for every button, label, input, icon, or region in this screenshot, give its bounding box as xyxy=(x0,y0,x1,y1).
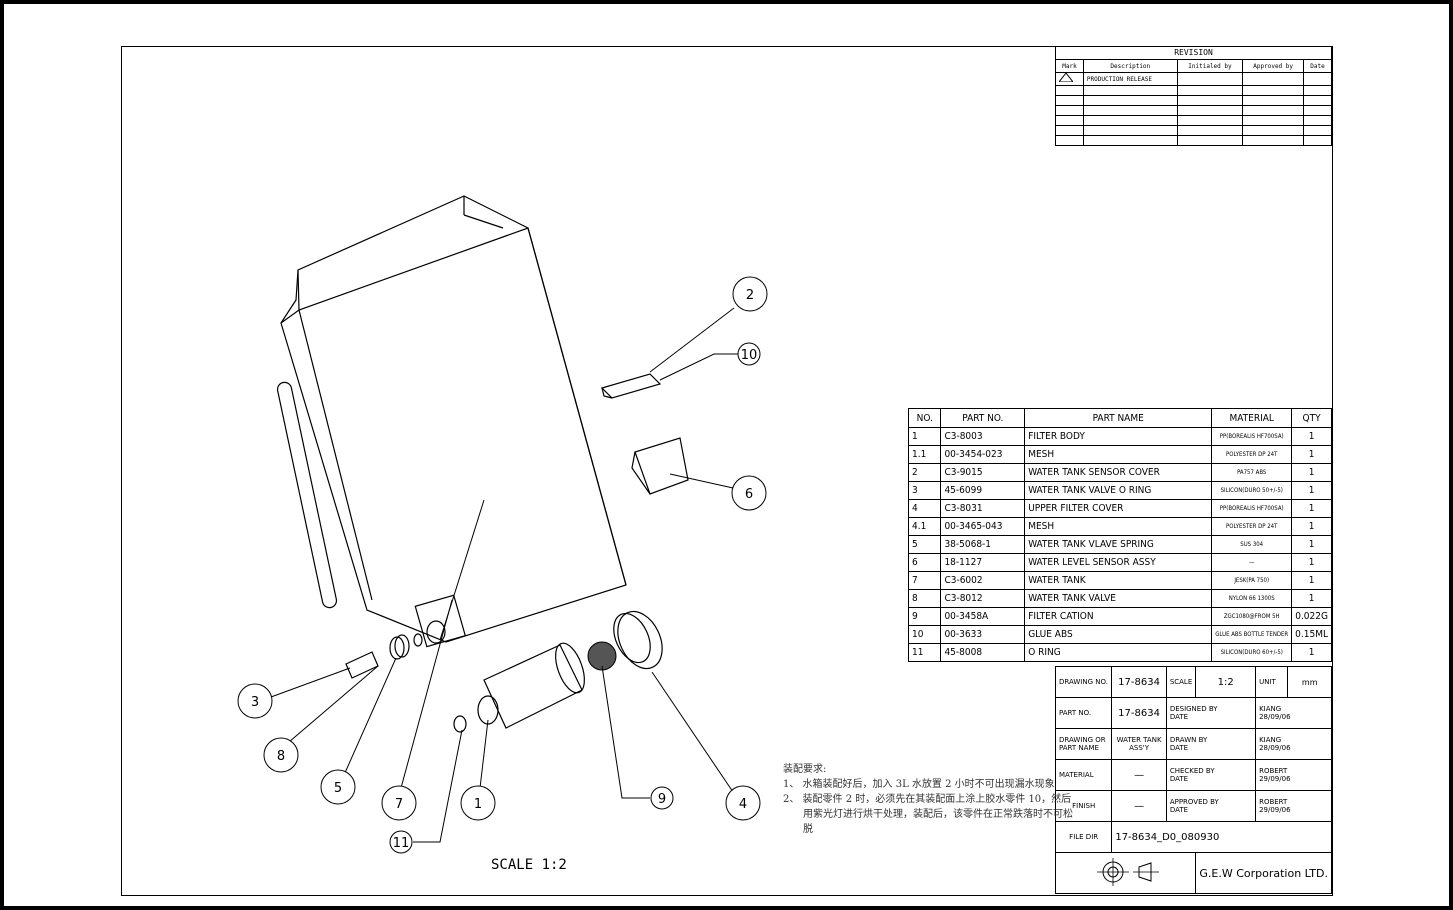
balloon-label: 11 xyxy=(393,836,410,851)
upper-filter-cover-part xyxy=(613,610,663,670)
balloon-label: 2 xyxy=(746,288,754,303)
balloon-1: 1 xyxy=(460,785,496,821)
checked-by: ROBERT 29/09/06 xyxy=(1255,759,1332,791)
filter-body-part xyxy=(453,642,585,733)
note-item-2: 2、 装配零件 2 时，必须先在其装配面上涂上胶水零件 10，然后用紫光灯进行烘… xyxy=(783,794,1073,835)
balloon-label: 1 xyxy=(474,797,482,812)
sensor-cover-part xyxy=(600,373,662,399)
bom-cell: SILICON(DURO 60+/-5) xyxy=(1211,643,1293,662)
balloon-label: 6 xyxy=(745,487,753,502)
balloon-3: 3 xyxy=(237,683,273,719)
approved-by-label: APPROVED BY DATE xyxy=(1165,790,1257,822)
revision-row xyxy=(1055,95,1332,106)
drawing-border xyxy=(121,46,1333,896)
unit-value: mm xyxy=(1287,666,1332,698)
designed-by: KIANG 28/09/06 xyxy=(1255,697,1332,729)
assembly-notes: 装配要求: 1、 水箱装配好后，加入 3L 水放置 2 小时不可出现漏水现象 2… xyxy=(783,762,1073,837)
finish-label: FINISH xyxy=(1054,790,1113,822)
balloon-label: 5 xyxy=(334,781,342,796)
bom-cell: 1 xyxy=(1291,643,1332,662)
finish-value: — xyxy=(1111,790,1167,822)
balloon-8: 8 xyxy=(263,737,299,773)
projection-symbol xyxy=(1054,852,1197,894)
revision-cell xyxy=(1082,135,1178,146)
valve-assembly xyxy=(345,633,423,679)
drawing-name: WATER TANK ASS'Y xyxy=(1111,728,1167,760)
leader-lines xyxy=(270,307,738,843)
company-name: G.E.W Corporation LTD. xyxy=(1195,852,1332,894)
unit-label: UNIT xyxy=(1255,666,1289,698)
balloon-label: 7 xyxy=(395,797,403,812)
balloon-label: 3 xyxy=(251,695,259,710)
balloon-label: 10 xyxy=(741,348,758,363)
balloon-10: 10 xyxy=(737,342,761,366)
level-sensor-part xyxy=(631,437,689,495)
bom-cell: 11 xyxy=(907,643,942,662)
drawing-name-label: DRAWING OR PART NAME xyxy=(1054,728,1113,760)
scale-note: SCALE 1:2 xyxy=(491,857,567,873)
revision-cell xyxy=(1303,135,1332,146)
revision-row: PRODUCTION RELEASE xyxy=(1055,72,1332,86)
balloon-6: 6 xyxy=(731,475,767,511)
title-block: DRAWING NO. 17-8634 SCALE 1:2 UNIT mm PA… xyxy=(1054,666,1332,894)
third-angle-projection-icon xyxy=(1096,858,1159,886)
mesh-part xyxy=(587,641,617,671)
balloon-7: 7 xyxy=(381,785,417,821)
balloon-label: 4 xyxy=(739,797,747,812)
balloon-4: 4 xyxy=(725,785,761,821)
balloon-5: 5 xyxy=(320,769,356,805)
revision-row xyxy=(1055,135,1332,146)
approved-by: ROBERT 29/09/06 xyxy=(1255,790,1332,822)
notes-title: 装配要求: xyxy=(783,764,827,775)
note-item-1: 1、 水箱装配好后，加入 3L 水放置 2 小时不可出现漏水现象 xyxy=(783,779,1055,790)
bom-cell: O RING xyxy=(1024,643,1213,662)
drawing-no: 17-8634 xyxy=(1111,666,1167,698)
water-tank xyxy=(276,195,627,648)
file-dir: 17-8634_D0_080930 xyxy=(1111,821,1332,853)
drawn-by: KIANG 28/09/06 xyxy=(1255,728,1332,760)
balloon-label: 8 xyxy=(277,749,285,764)
balloon-9: 9 xyxy=(650,786,674,810)
balloon-label: 9 xyxy=(658,792,666,807)
balloon-11: 11 xyxy=(389,830,413,854)
balloon-2: 2 xyxy=(732,276,768,312)
material-value: — xyxy=(1111,759,1167,791)
